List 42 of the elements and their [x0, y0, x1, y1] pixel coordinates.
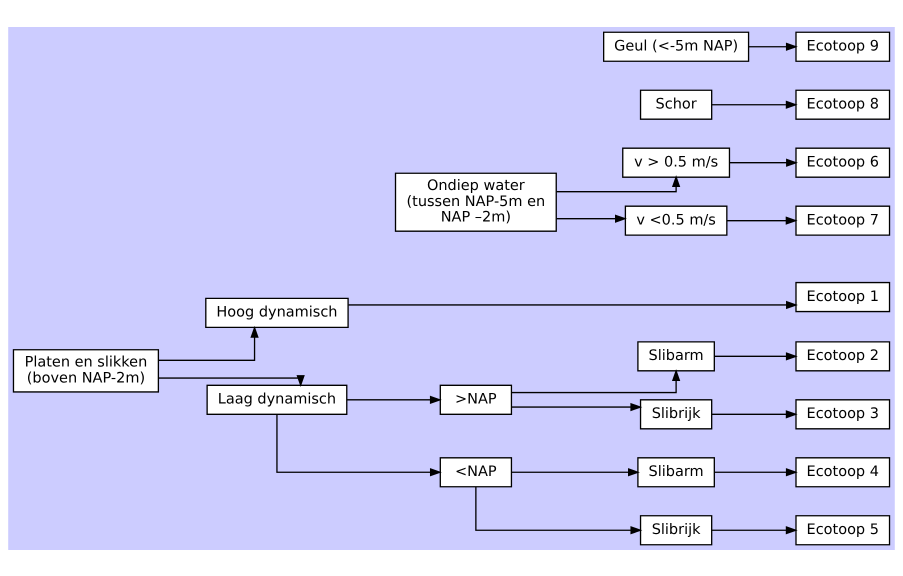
node-box: Slibarm	[637, 456, 715, 487]
node-box: v <0.5 m/s	[624, 205, 728, 236]
arrow	[158, 325, 259, 360]
arrow	[748, 42, 798, 50]
node-box: Ondiep water (tussen NAP-5m en NAP –2m)	[394, 172, 557, 232]
arrow	[158, 374, 305, 386]
node-box: Hoog dynamisch	[205, 297, 349, 328]
node-box: Slibrijk	[640, 514, 712, 545]
node-box: Platen en slikken (boven NAP-2m)	[12, 348, 160, 392]
node-box: Slibrijk	[640, 398, 712, 429]
node-box: Ecotoop 2	[795, 340, 890, 371]
node-box: Schor	[640, 89, 712, 120]
arrow	[714, 352, 798, 360]
node-box: Slibarm	[637, 340, 715, 371]
arrow	[556, 174, 680, 192]
arrow	[276, 414, 442, 476]
node-box: Ecotoop 3	[795, 398, 890, 429]
node-box: Ecotoop 8	[795, 89, 890, 120]
arrow	[348, 300, 798, 309]
arrow	[347, 395, 442, 404]
node-box: Ecotoop 7	[795, 205, 890, 236]
node-box: Ecotoop 6	[795, 147, 890, 178]
arrow	[556, 214, 627, 222]
arrow	[730, 158, 798, 166]
node-box: Geul (<-5m NAP)	[603, 31, 750, 62]
arrow	[712, 100, 798, 108]
node-box: >NAP	[440, 384, 512, 414]
node-box: <NAP	[440, 456, 512, 487]
arrow	[512, 468, 640, 476]
arrow	[712, 526, 798, 534]
node-box: Laag dynamisch	[206, 384, 348, 414]
arrow	[714, 468, 798, 476]
arrow	[712, 410, 798, 418]
node-box: Ecotoop 5	[795, 514, 890, 545]
node-box: Ecotoop 1	[795, 281, 890, 312]
node-box: Ecotoop 9	[795, 31, 890, 62]
node-box: Ecotoop 4	[795, 456, 890, 487]
arrow	[512, 402, 642, 411]
arrow	[475, 486, 642, 534]
arrow	[512, 368, 680, 393]
arrow	[727, 216, 798, 224]
node-box: v > 0.5 m/s	[622, 147, 730, 178]
